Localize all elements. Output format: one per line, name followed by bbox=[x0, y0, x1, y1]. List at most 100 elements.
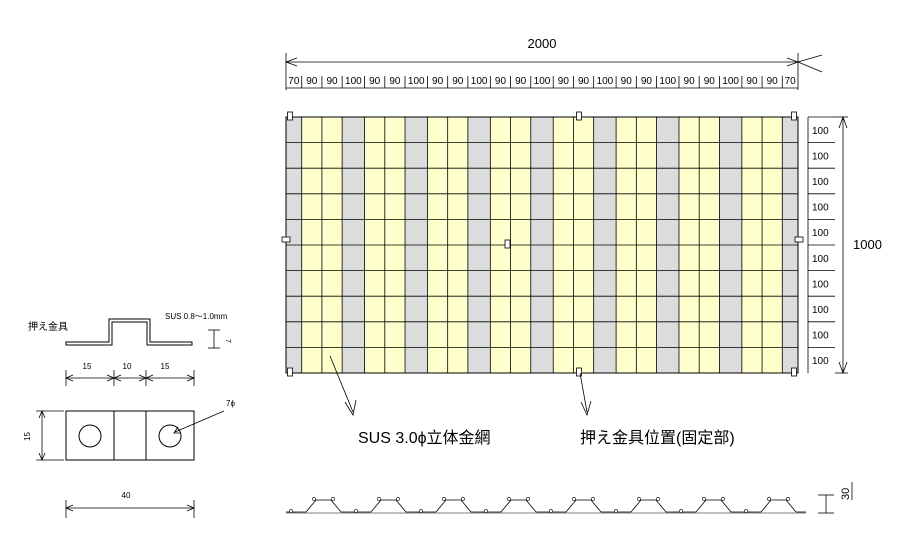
panel-outline bbox=[285, 116, 799, 374]
column-width-label: 90 bbox=[558, 76, 570, 87]
clamp-seg-right: 15 bbox=[161, 362, 170, 371]
profile-wave bbox=[286, 497, 806, 514]
clamp-position-callout: 押え金具位置(固定部) bbox=[579, 372, 735, 447]
clip-marker bbox=[287, 111, 293, 121]
right-dimensions: 100 100 100 100 100 100 100 100 100 100 1000 bbox=[807, 115, 882, 375]
row-height-labels: 100 100 100 100 100 100 100 100 100 100 bbox=[808, 116, 835, 367]
wire-node bbox=[591, 497, 595, 501]
clip-marker bbox=[281, 236, 291, 243]
column-width-label: 90 bbox=[684, 76, 696, 87]
column-width-label: 100 bbox=[659, 76, 676, 87]
overall-height-label: 1000 bbox=[853, 237, 882, 252]
wire-node bbox=[507, 497, 511, 501]
column-width-label: 90 bbox=[704, 76, 716, 87]
wire-node bbox=[419, 509, 423, 513]
column-width-label: 90 bbox=[389, 76, 401, 87]
clamp-height-dim: 7 bbox=[224, 339, 231, 343]
row-height-label: 100 bbox=[812, 331, 829, 342]
column-width-label: 70 bbox=[785, 76, 797, 87]
clip-marker bbox=[791, 367, 797, 377]
column-width-label: 100 bbox=[534, 76, 551, 87]
clip-marker bbox=[287, 367, 293, 377]
column-width-label: 100 bbox=[722, 76, 739, 87]
wire-node bbox=[289, 509, 293, 513]
clamp-plate bbox=[65, 410, 195, 461]
grid-lines bbox=[286, 117, 798, 373]
clamp-hole bbox=[158, 424, 182, 448]
wire-node bbox=[549, 509, 553, 513]
mesh-callout: SUS 3.0ϕ立体金網 bbox=[329, 355, 491, 447]
row-height-label: 100 bbox=[812, 279, 829, 290]
mesh-profile: 30 bbox=[286, 482, 853, 514]
wire-node bbox=[354, 509, 358, 513]
wire-node bbox=[461, 497, 465, 501]
column-width-label: 90 bbox=[326, 76, 338, 87]
column-width-label: 100 bbox=[471, 76, 488, 87]
panel-clips bbox=[281, 111, 804, 377]
top-dimensions: 2000 70 90 90 100 90 90 100 90 90 100 90 90 100 90 90 1… bbox=[284, 36, 823, 90]
row-height-label: 100 bbox=[812, 254, 829, 265]
wire-node bbox=[377, 497, 381, 501]
row-height-label: 100 bbox=[812, 177, 829, 188]
clamp-hole-dia: 7ϕ bbox=[226, 399, 235, 408]
wire-node bbox=[331, 497, 335, 501]
wire-node bbox=[786, 497, 790, 501]
column-width-label: 90 bbox=[369, 76, 381, 87]
column-width-label: 90 bbox=[578, 76, 590, 87]
clip-marker bbox=[791, 111, 797, 121]
column-width-label: 90 bbox=[515, 76, 527, 87]
column-width-label: 90 bbox=[452, 76, 464, 87]
row-height-label: 100 bbox=[812, 228, 829, 239]
wire-node bbox=[679, 509, 683, 513]
wire-node bbox=[656, 497, 660, 501]
profile-depth-dim: 30 bbox=[840, 488, 852, 500]
wire-node bbox=[442, 497, 446, 501]
overall-width-label: 2000 bbox=[528, 36, 557, 51]
column-width-label: 100 bbox=[408, 76, 425, 87]
clamp-seg-left: 15 bbox=[83, 362, 92, 371]
column-width-label: 90 bbox=[641, 76, 653, 87]
mesh-panel bbox=[285, 116, 799, 374]
column-width-label: 90 bbox=[432, 76, 444, 87]
wire-node bbox=[702, 497, 706, 501]
wire-node bbox=[721, 497, 725, 501]
wave-line bbox=[286, 499, 806, 513]
clip-marker bbox=[794, 236, 804, 243]
wire-node bbox=[767, 497, 771, 501]
column-width-label: 90 bbox=[621, 76, 633, 87]
clamp-total-width: 40 bbox=[122, 491, 131, 500]
clip-marker bbox=[504, 239, 511, 249]
row-height-label: 100 bbox=[812, 126, 829, 137]
column-width-label: 90 bbox=[767, 76, 779, 87]
wire-node bbox=[312, 497, 316, 501]
row-height-label: 100 bbox=[812, 151, 829, 162]
row-height-label: 100 bbox=[812, 356, 829, 367]
clamp-hole bbox=[78, 424, 102, 448]
clamp-seg-mid: 10 bbox=[123, 362, 132, 371]
row-height-label: 100 bbox=[812, 305, 829, 316]
wire-node bbox=[396, 497, 400, 501]
wire-node bbox=[572, 497, 576, 501]
column-width-label: 100 bbox=[345, 76, 362, 87]
clamp-detail: 押え金具 SUS 0.8～1.0mm 7 15 10 15 7ϕ bbox=[23, 312, 235, 518]
column-width-labels: 70 90 90 100 90 90 100 90 90 100 90 90 100 90 90 100 90 9… bbox=[288, 76, 796, 88]
wire-node bbox=[744, 509, 748, 513]
clip-marker bbox=[576, 367, 582, 377]
column-width-label: 90 bbox=[306, 76, 318, 87]
row-height-label: 100 bbox=[812, 203, 829, 214]
clamp-position-label: 押え金具位置(固定部) bbox=[580, 429, 735, 447]
wire-node bbox=[526, 497, 530, 501]
wire-node bbox=[614, 509, 618, 513]
column-width-label: 100 bbox=[597, 76, 614, 87]
clamp-profile bbox=[65, 318, 193, 346]
clamp-material: SUS 0.8～1.0mm bbox=[165, 312, 228, 321]
wire-node bbox=[637, 497, 641, 501]
clamp-plate-height: 15 bbox=[23, 432, 32, 441]
column-width-label: 70 bbox=[288, 76, 300, 87]
wire-node bbox=[484, 509, 488, 513]
mesh-callout-label: SUS 3.0ϕ立体金網 bbox=[358, 429, 491, 447]
clip-marker bbox=[576, 111, 582, 121]
column-width-label: 90 bbox=[495, 76, 507, 87]
clamp-title: 押え金具 bbox=[28, 320, 68, 333]
